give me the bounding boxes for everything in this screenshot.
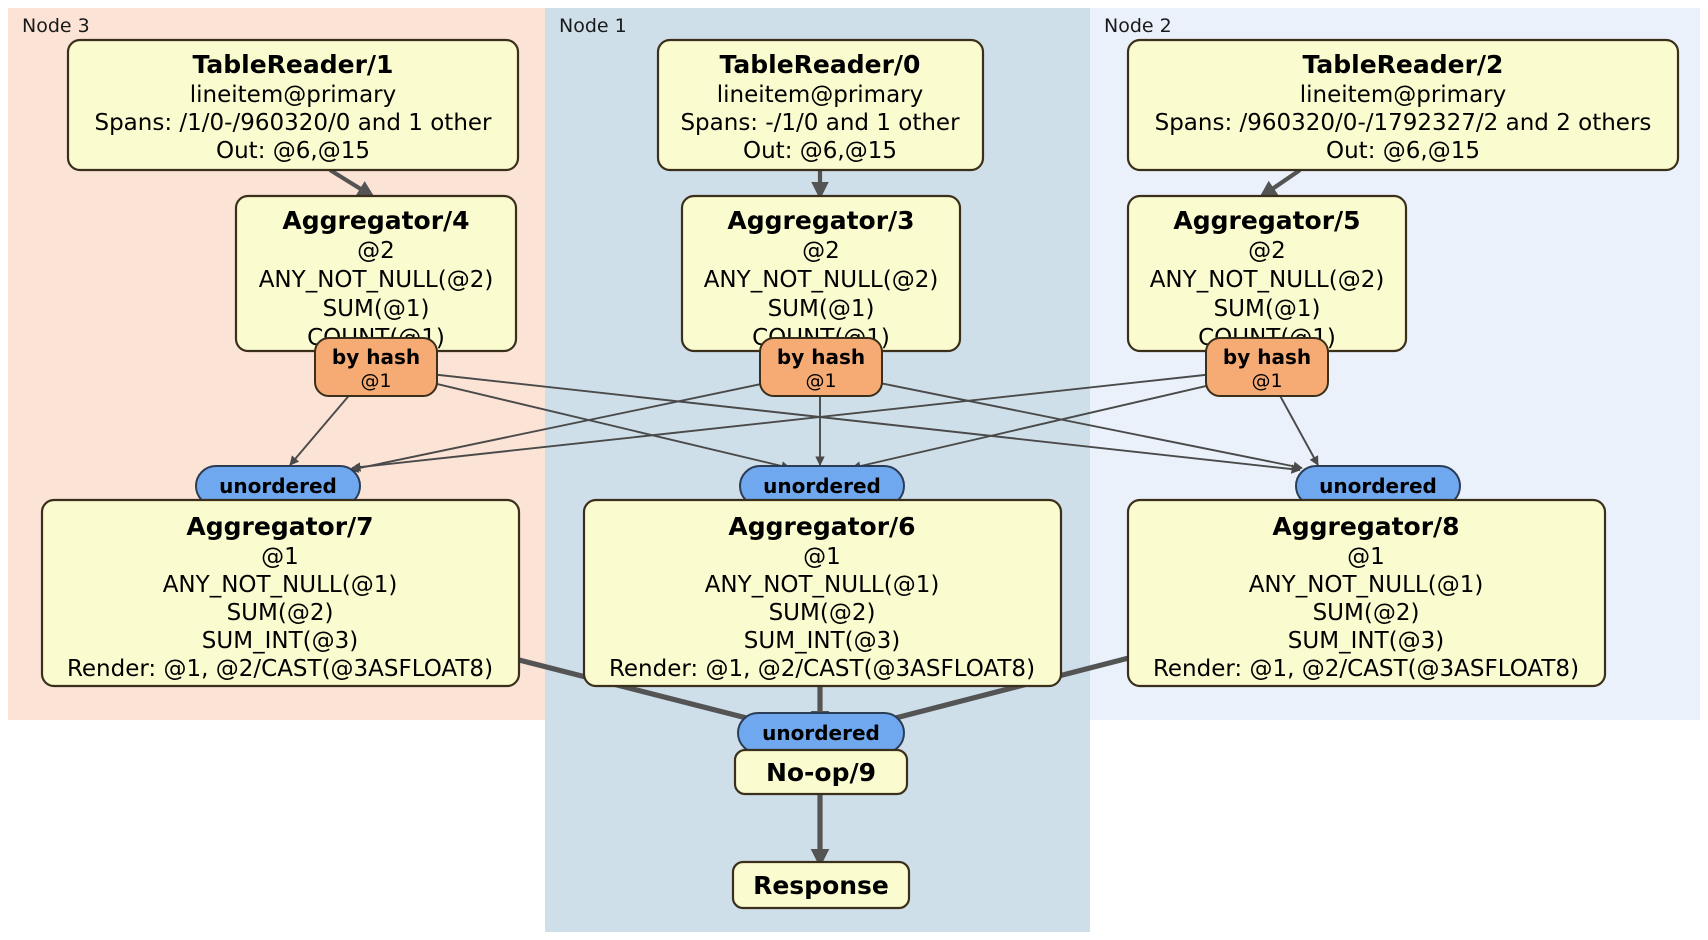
node-panel-label-node2: Node 2 (1104, 15, 1172, 37)
edges-reader-to-aggregator (328, 168, 1302, 200)
processor-aggregator-5[interactable]: Aggregator/5 @2 ANY_NOT_NULL(@2) SUM(@1)… (1126, 194, 1408, 353)
aggregator-3-title: Aggregator/3 (727, 206, 914, 235)
edge-hashleft-to-unordered-mid (411, 377, 791, 471)
table-reader-1-box[interactable] (66, 38, 520, 172)
edge-hashright-to-unordered-right (1277, 391, 1319, 466)
edges-hash-shuffle (289, 371, 1319, 474)
processor-response[interactable]: Response (731, 860, 911, 910)
aggregator-5-line-0: @2 (1248, 238, 1286, 264)
hash-right-sublabel: @1 (1251, 370, 1282, 392)
edge-hashmid-to-unordered-right (854, 377, 1303, 471)
aggregator-3-line-2: SUM(@1) (768, 296, 875, 322)
aggregator-8-line-4: Render: @1, @2/CAST(@3ASFLOAT8) (1153, 656, 1579, 682)
processor-aggregator-7[interactable]: Aggregator/7 @1 ANY_NOT_NULL(@1) SUM(@2)… (40, 498, 521, 688)
table-reader-0-box[interactable] (656, 38, 985, 172)
noop-9-title: No-op/9 (766, 758, 876, 787)
router-hash-mid[interactable]: by hash @1 (759, 337, 883, 397)
unordered-left-label: unordered (219, 474, 337, 498)
hash-right-badge[interactable] (1205, 337, 1329, 397)
processor-aggregator-4[interactable]: Aggregator/4 @2 ANY_NOT_NULL(@2) SUM(@1)… (234, 194, 518, 353)
edge-reader1-agg4 (328, 168, 375, 198)
table-reader-2-title: TableReader/2 (1303, 50, 1504, 79)
unordered-mid-label: unordered (763, 474, 881, 498)
table-reader-2-line-2: Out: @6,@15 (1326, 138, 1480, 164)
response-box[interactable] (731, 860, 911, 910)
edge-reader2-agg5 (1259, 168, 1302, 198)
aggregator-6-title: Aggregator/6 (728, 512, 915, 541)
processor-aggregator-3[interactable]: Aggregator/3 @2 ANY_NOT_NULL(@2) SUM(@1)… (680, 194, 962, 353)
edge-hashright-to-unordered-left (351, 371, 1233, 472)
table-reader-1-line-0: lineitem@primary (190, 82, 396, 108)
aggregator-4-line-0: @2 (357, 238, 395, 264)
table-reader-0-title: TableReader/0 (720, 50, 921, 79)
edge-hashmid-to-unordered-left (349, 377, 791, 473)
aggregator-4-line-2: SUM(@1) (323, 296, 430, 322)
table-reader-1-title: TableReader/1 (193, 50, 394, 79)
synchronizer-unordered-left[interactable]: unordered (195, 465, 361, 507)
table-reader-1-line-2: Out: @6,@15 (216, 138, 370, 164)
edge-hashright-to-unordered-mid (851, 379, 1233, 471)
table-reader-0-line-0: lineitem@primary (717, 82, 923, 108)
aggregator-5-line-1: ANY_NOT_NULL(@2) (1150, 267, 1385, 293)
edge-hashleft-to-unordered-left (289, 391, 353, 466)
hash-left-sublabel: @1 (360, 370, 391, 392)
aggregator-3-line-0: @2 (802, 238, 840, 264)
aggregator-8-line-1: ANY_NOT_NULL(@1) (1249, 572, 1484, 598)
aggregator-7-line-4: Render: @1, @2/CAST(@3ASFLOAT8) (67, 656, 493, 682)
aggregator-3-line-1: ANY_NOT_NULL(@2) (704, 267, 939, 293)
aggregator-6-line-4: Render: @1, @2/CAST(@3ASFLOAT8) (609, 656, 1035, 682)
aggregator-4-line-1: ANY_NOT_NULL(@2) (259, 267, 494, 293)
aggregator-6-line-0: @1 (803, 544, 841, 570)
node-panel-label-node3: Node 3 (22, 15, 90, 37)
processor-aggregator-6[interactable]: Aggregator/6 @1 ANY_NOT_NULL(@1) SUM(@2)… (582, 498, 1063, 688)
table-reader-0-line-2: Out: @6,@15 (743, 138, 897, 164)
response-title: Response (753, 871, 889, 900)
synchronizer-unordered-final[interactable]: unordered (737, 712, 905, 754)
aggregator-5-title: Aggregator/5 (1173, 206, 1360, 235)
node-panel-label-node1: Node 1 (559, 15, 627, 37)
table-reader-2-line-1: Spans: /960320/0-/1792327/2 and 2 others (1155, 110, 1652, 136)
unordered-right-label: unordered (1319, 474, 1437, 498)
processor-aggregator-8[interactable]: Aggregator/8 @1 ANY_NOT_NULL(@1) SUM(@2)… (1126, 498, 1607, 688)
unordered-final-label: unordered (762, 721, 880, 745)
edge-hashleft-to-unordered-right (411, 371, 1301, 474)
noop-9-box[interactable] (733, 748, 909, 796)
aggregator-7-line-3: SUM_INT(@3) (202, 628, 358, 654)
aggregator-7-box[interactable] (40, 498, 521, 688)
aggregator-7-title: Aggregator/7 (186, 512, 373, 541)
aggregator-8-title: Aggregator/8 (1272, 512, 1459, 541)
hash-left-label: by hash (332, 345, 420, 369)
hash-mid-label: by hash (777, 345, 865, 369)
aggregator-8-line-0: @1 (1347, 544, 1385, 570)
processor-table-reader-1[interactable]: TableReader/1 lineitem@primary Spans: /1… (66, 38, 520, 172)
table-reader-0-line-1: Spans: -/1/0 and 1 other (680, 110, 960, 136)
aggregator-5-line-2: SUM(@1) (1214, 296, 1321, 322)
synchronizer-unordered-mid[interactable]: unordered (739, 465, 905, 507)
aggregator-7-line-1: ANY_NOT_NULL(@1) (163, 572, 398, 598)
processor-table-reader-0[interactable]: TableReader/0 lineitem@primary Spans: -/… (656, 38, 985, 172)
aggregator-6-box[interactable] (582, 498, 1063, 688)
aggregator-7-line-0: @1 (261, 544, 299, 570)
aggregator-8-box[interactable] (1126, 498, 1607, 688)
router-hash-left[interactable]: by hash @1 (314, 337, 438, 397)
router-hash-right[interactable]: by hash @1 (1205, 337, 1329, 397)
aggregator-4-title: Aggregator/4 (282, 206, 469, 235)
table-reader-2-line-0: lineitem@primary (1300, 82, 1506, 108)
aggregator-8-line-2: SUM(@2) (1313, 600, 1420, 626)
aggregator-6-line-1: ANY_NOT_NULL(@1) (705, 572, 940, 598)
hash-mid-badge[interactable] (759, 337, 883, 397)
table-reader-2-box[interactable] (1126, 38, 1680, 172)
hash-right-label: by hash (1223, 345, 1311, 369)
processor-table-reader-2[interactable]: TableReader/2 lineitem@primary Spans: /9… (1126, 38, 1680, 172)
table-reader-1-line-1: Spans: /1/0-/960320/0 and 1 other (94, 110, 492, 136)
hash-mid-sublabel: @1 (805, 370, 836, 392)
aggregator-7-line-2: SUM(@2) (227, 600, 334, 626)
aggregator-6-line-3: SUM_INT(@3) (744, 628, 900, 654)
synchronizer-unordered-right[interactable]: unordered (1295, 465, 1461, 507)
processor-noop-9[interactable]: No-op/9 (733, 748, 909, 796)
hash-left-badge[interactable] (314, 337, 438, 397)
aggregator-8-line-3: SUM_INT(@3) (1288, 628, 1444, 654)
aggregator-6-line-2: SUM(@2) (769, 600, 876, 626)
